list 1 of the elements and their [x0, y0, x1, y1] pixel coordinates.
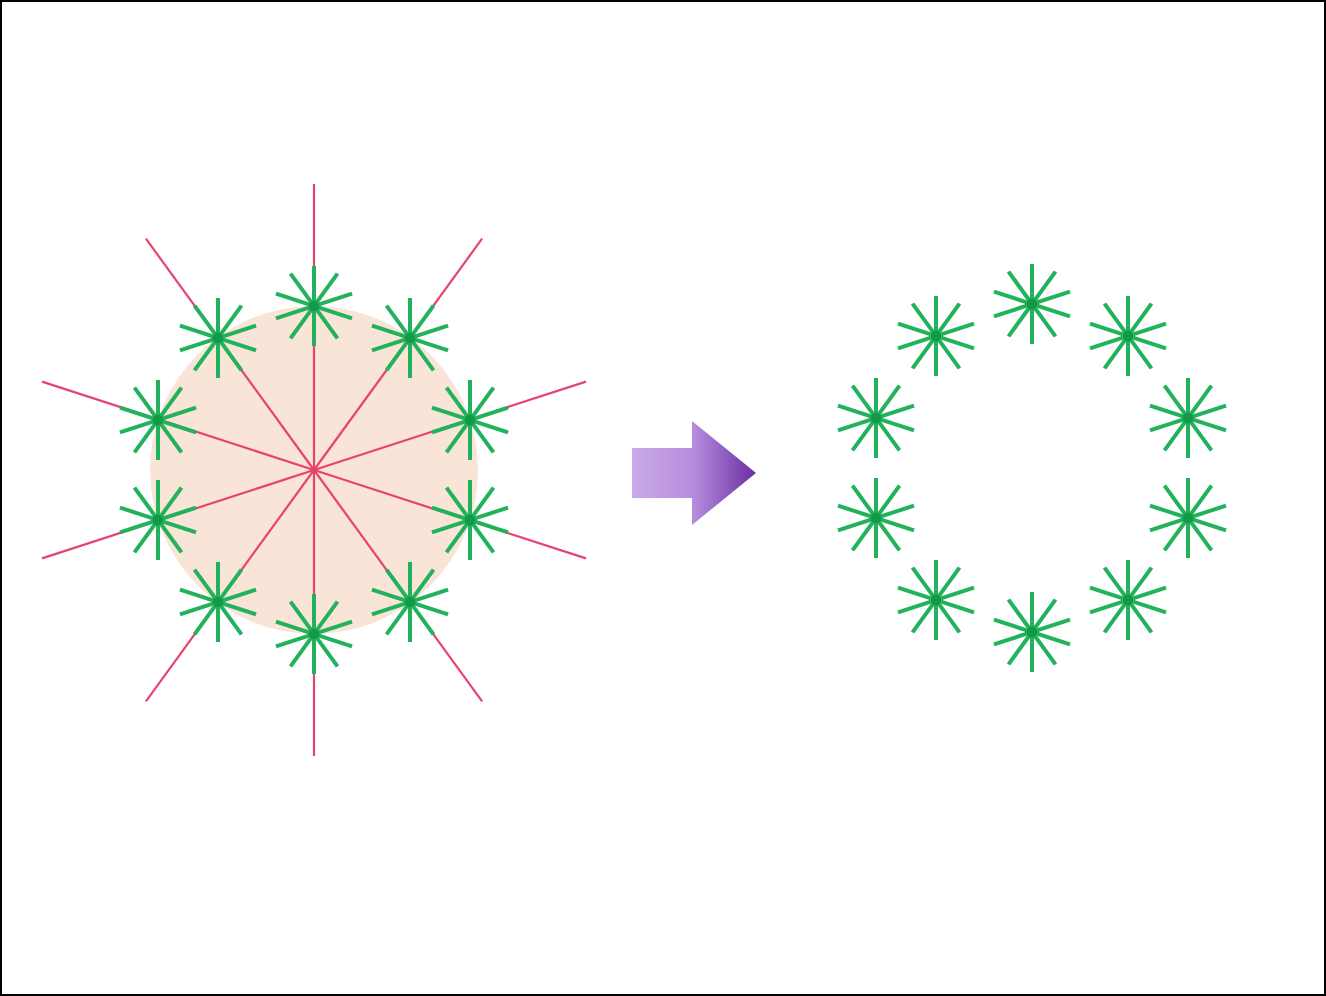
arrow [632, 421, 756, 525]
